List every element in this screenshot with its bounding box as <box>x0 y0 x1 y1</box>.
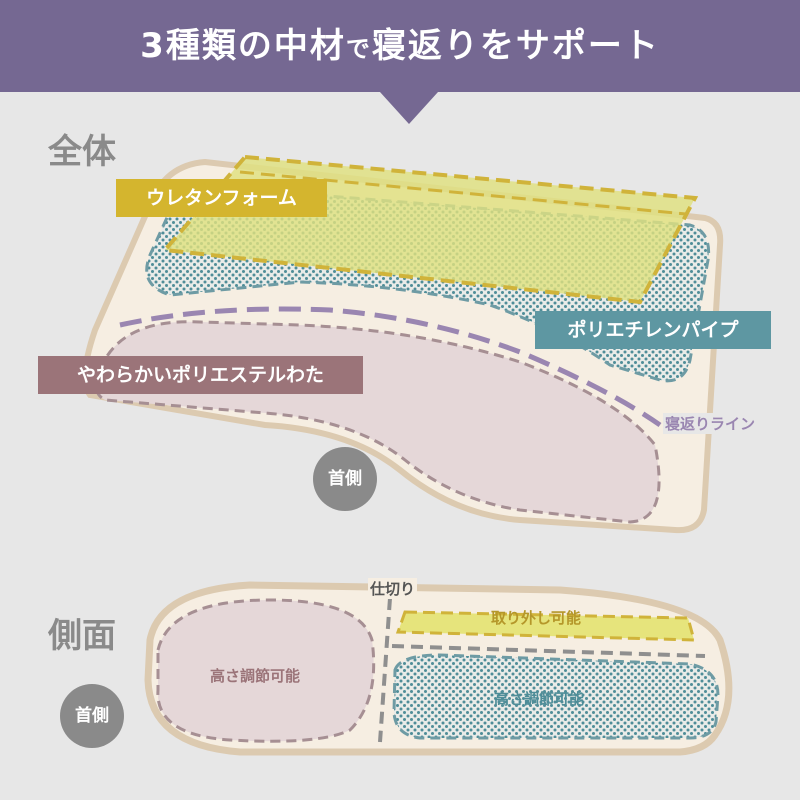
divider-line <box>378 597 392 743</box>
left-adjust-label: 高さ調節可能 <box>210 667 301 685</box>
section-label-side: 側面 <box>48 616 116 656</box>
turn-line <box>119 306 662 428</box>
cotton-tag: やわらかいポリエステルわた <box>38 356 363 394</box>
divider-label: 仕切り <box>368 578 418 599</box>
header-banner <box>0 0 800 92</box>
side-urethane-region <box>395 610 696 642</box>
side-cotton-region <box>156 598 376 743</box>
turn-line-label: 寝返りライン <box>663 413 758 434</box>
urethane-tag: ウレタンフォーム <box>116 179 327 217</box>
removable-label: 取り外し可能 <box>491 609 582 627</box>
divider-line-horizontal <box>391 644 706 658</box>
side-pipe-region <box>392 653 720 740</box>
right-adjust-label: 高さ調節可能 <box>494 690 585 708</box>
neck-side-badge-bottom: 首側 <box>60 684 124 748</box>
neck-side-badge-top: 首側 <box>313 447 377 511</box>
section-label-overall: 全体 <box>48 132 116 172</box>
pipe-tag: ポリエチレンパイプ <box>535 311 771 349</box>
banner-pointer <box>380 92 438 124</box>
page-title: 3種類の中材で寝返りをサポート <box>140 26 660 66</box>
